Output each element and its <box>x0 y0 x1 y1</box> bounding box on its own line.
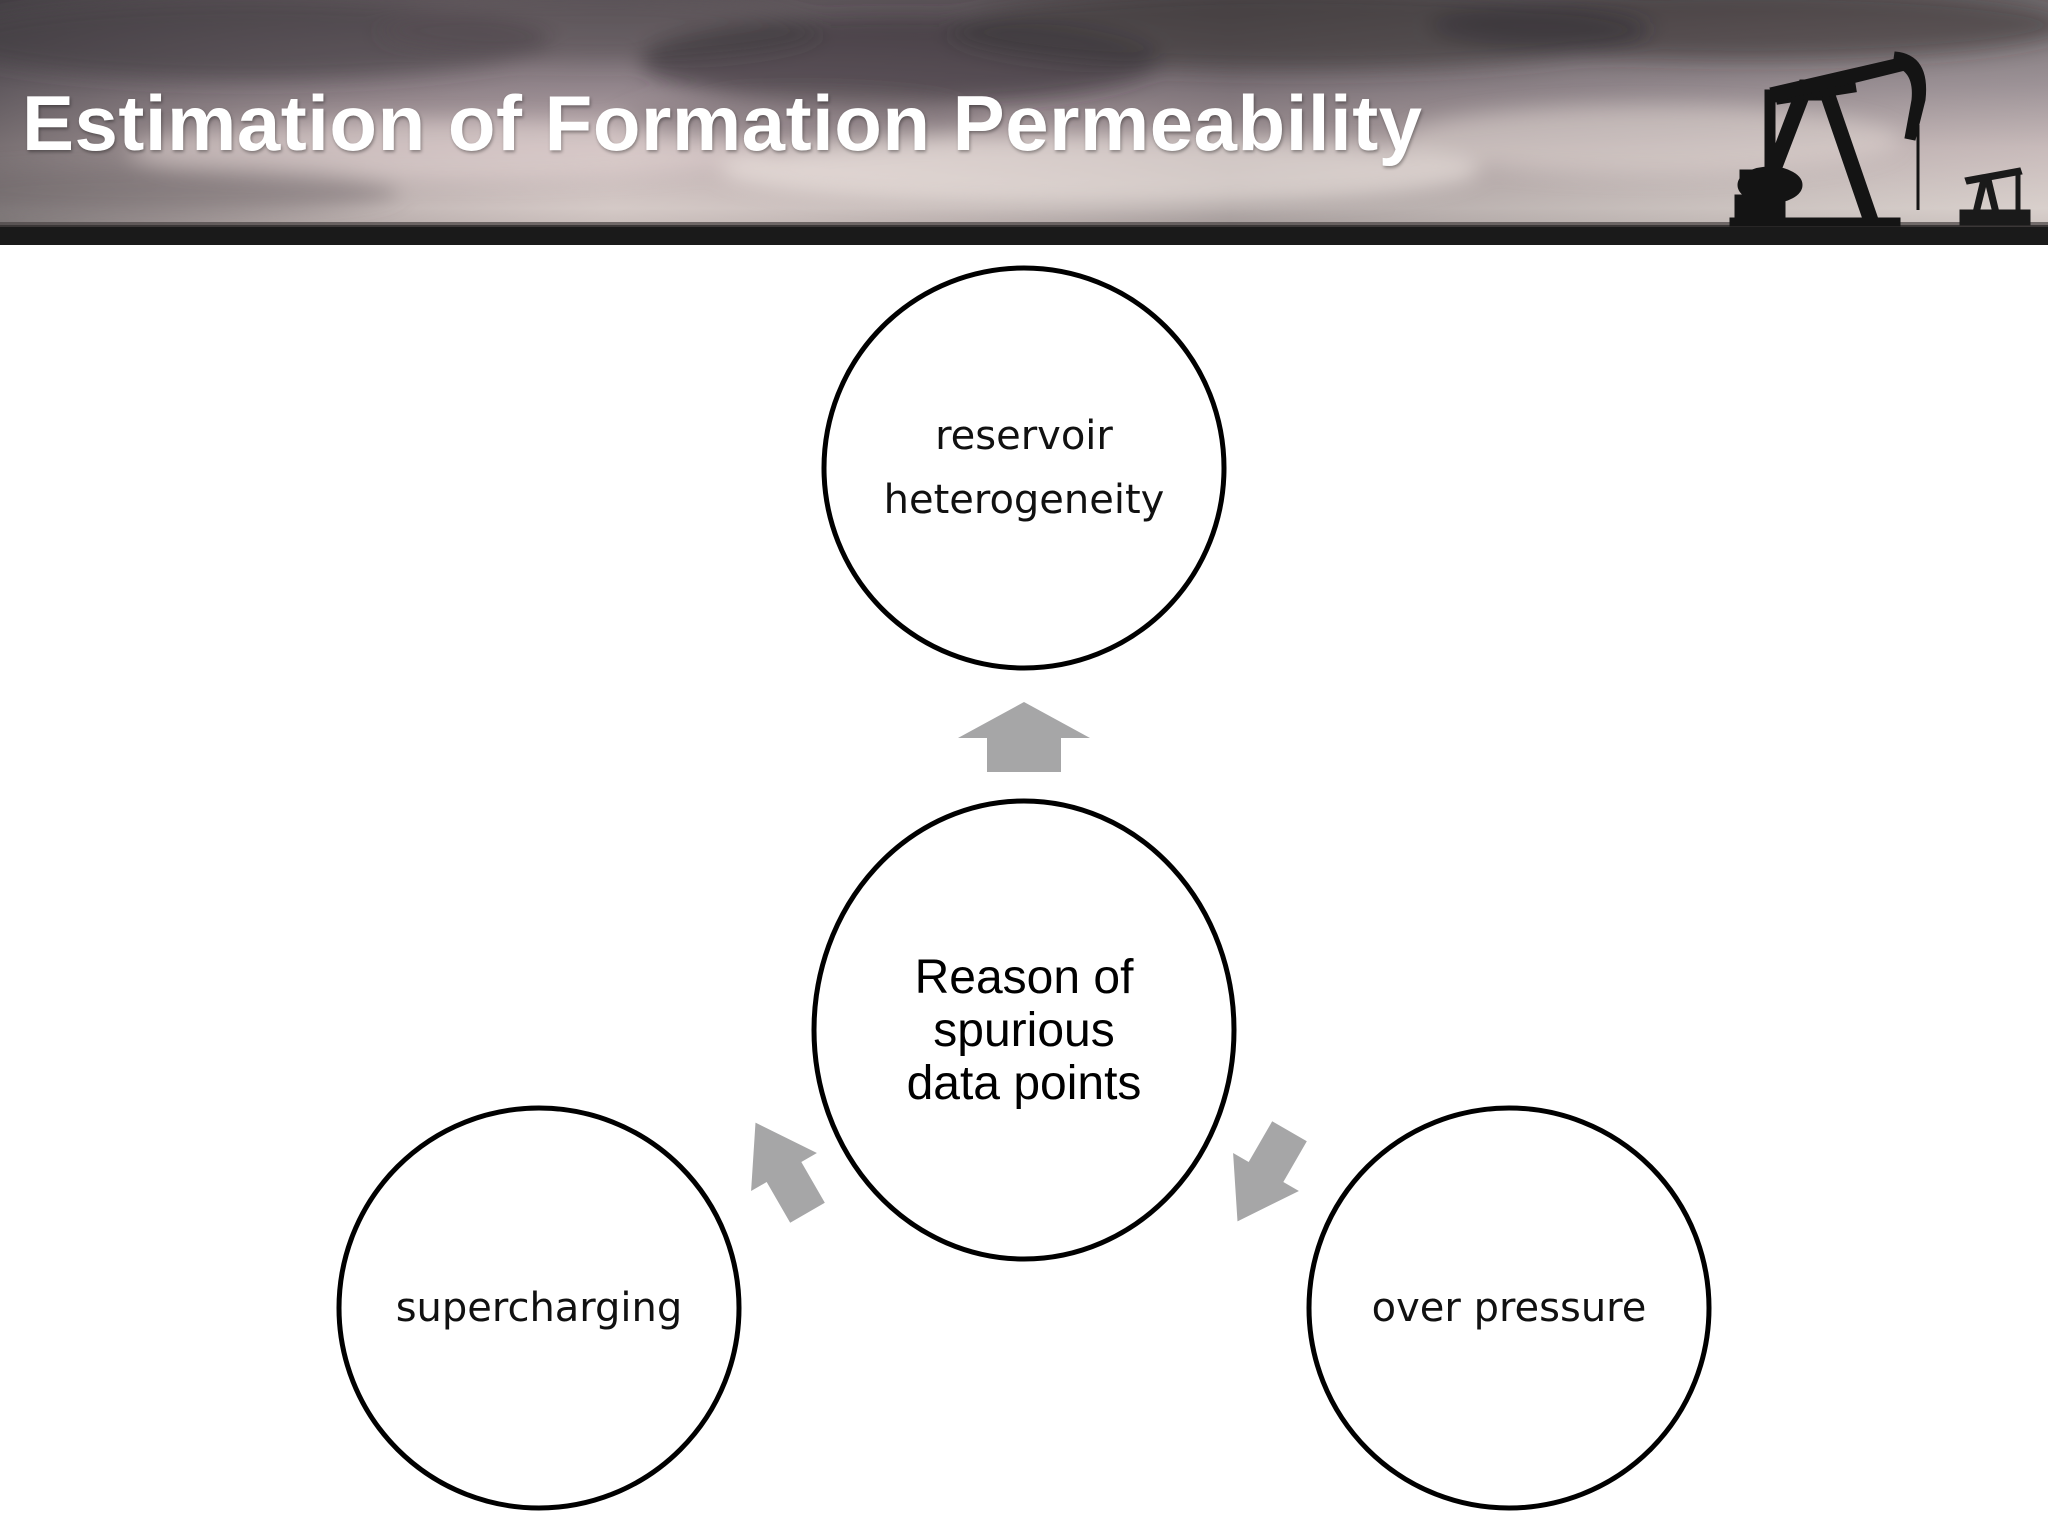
node-circle-top <box>821 265 1227 671</box>
node-circle-right <box>1306 1105 1712 1511</box>
node-circle-left <box>336 1105 742 1511</box>
ground-band <box>0 225 2048 245</box>
arrow-down-left-icon <box>751 1122 825 1223</box>
node-right: over pressure <box>1329 1208 1689 1408</box>
node-center-line-2: spurious <box>933 1003 1115 1057</box>
header-banner: Estimation of Formation Permeability <box>0 0 2048 245</box>
node-center: Reason of spurious data points <box>844 905 1204 1155</box>
arrow-up-icon <box>958 702 1090 772</box>
node-top-line-1: reservoir <box>935 413 1113 459</box>
node-left-line-1: supercharging <box>395 1285 683 1331</box>
node-circle-center <box>811 798 1237 1262</box>
diagram-shapes <box>336 265 1712 1511</box>
cycle-diagram: reservoir heterogeneity Reason of spurio… <box>0 245 2048 1536</box>
small-pumpjack-icon <box>1959 167 2031 226</box>
node-center-line-3: data points <box>906 1056 1142 1110</box>
node-top: reservoir heterogeneity <box>844 368 1204 568</box>
pumpjack-silhouette-icon <box>1729 51 1927 227</box>
sky-background <box>0 0 2048 245</box>
node-center-line-1: Reason of <box>914 950 1134 1004</box>
node-top-line-2: heterogeneity <box>883 477 1165 523</box>
node-left: supercharging <box>359 1208 719 1408</box>
node-right-line-1: over pressure <box>1371 1285 1647 1331</box>
slide-title: Estimation of Formation Permeability <box>22 79 1423 167</box>
arrow-down-right-icon <box>1233 1121 1307 1222</box>
